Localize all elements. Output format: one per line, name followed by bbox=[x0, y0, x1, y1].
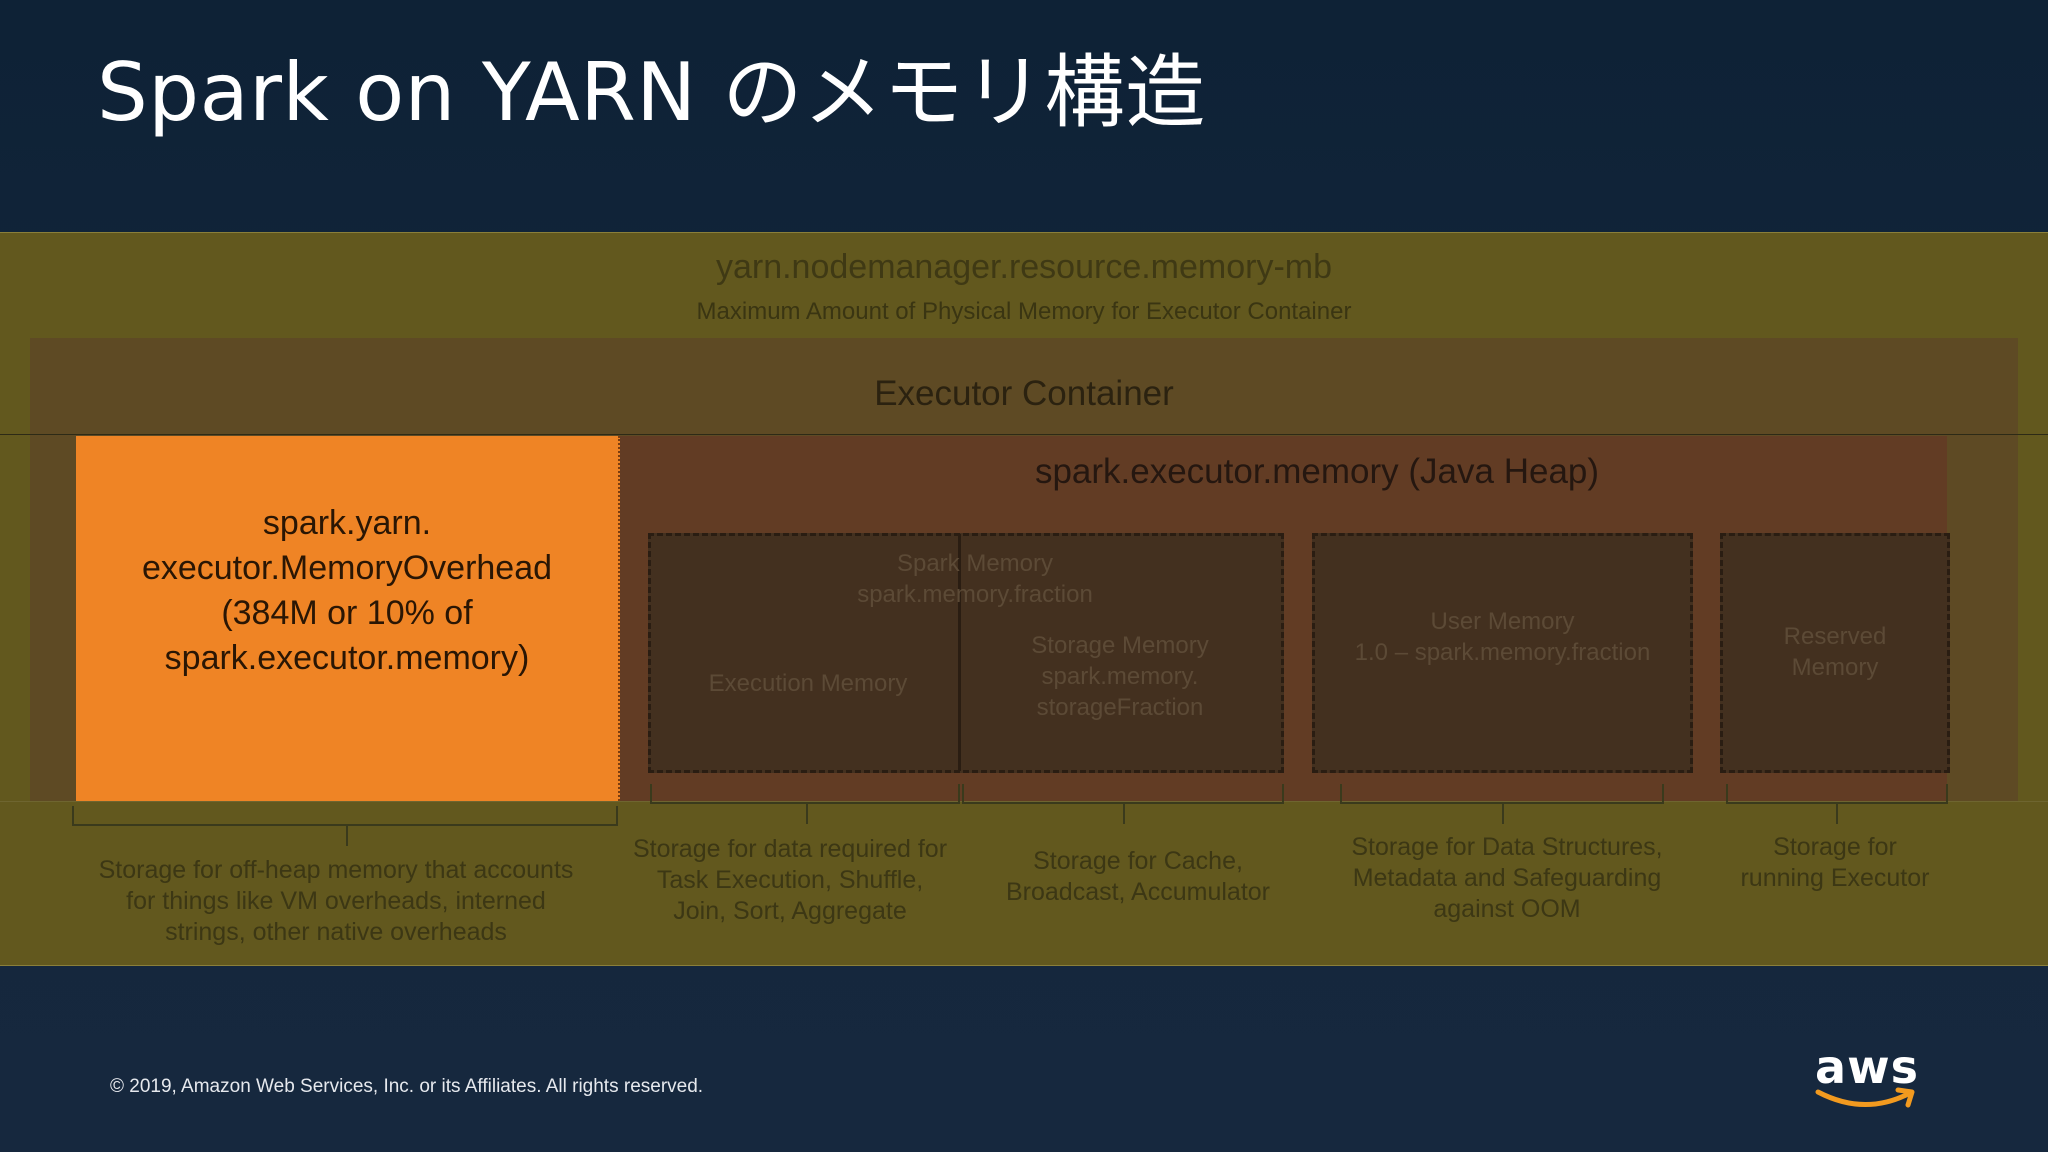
divider-line bbox=[0, 434, 2048, 435]
description-line: Join, Sort, Aggregate bbox=[673, 897, 907, 925]
execution-memory-label: Execution Memory bbox=[708, 670, 908, 697]
description-line: against OOM bbox=[1433, 895, 1581, 923]
aws-logo: aws bbox=[1812, 1040, 1922, 1114]
execution-brace bbox=[650, 784, 960, 804]
storage-memory-line: spark.memory. bbox=[1041, 663, 1199, 690]
copyright-footer: © 2019, Amazon Web Services, Inc. or its… bbox=[110, 1076, 704, 1097]
yarn-memory-subtitle: Maximum Amount of Physical Memory for Ex… bbox=[696, 298, 1352, 325]
spark-memory-split-line bbox=[958, 534, 961, 771]
storage-memory-line: storageFraction bbox=[1036, 694, 1204, 721]
description-line: Storage for Data Structures, bbox=[1351, 833, 1663, 861]
spark-memory-label: Spark Memory spark.memory.fraction bbox=[800, 548, 1150, 610]
brace-tick bbox=[806, 804, 808, 824]
overhead-description: Storage for off-heap memory that account… bbox=[66, 855, 606, 948]
spark-memory-box bbox=[648, 533, 1284, 773]
slide-title: Spark on YARN のメモリ構造 bbox=[97, 46, 1206, 139]
brace-tick bbox=[346, 826, 348, 846]
storage-memory-line: Storage Memory bbox=[1031, 632, 1209, 659]
overhead-line: spark.yarn. bbox=[262, 503, 432, 542]
overhead-brace bbox=[72, 806, 618, 826]
description-line: running Executor bbox=[1740, 864, 1930, 892]
aws-logo-text: aws bbox=[1815, 1040, 1919, 1094]
storage-brace bbox=[962, 784, 1284, 804]
brace-tick bbox=[1502, 804, 1504, 824]
reserved-memory-line: Memory bbox=[1791, 654, 1879, 681]
overhead-line: executor.MemoryOverhead bbox=[141, 548, 553, 587]
execution-description: Storage for data required for Task Execu… bbox=[618, 834, 962, 927]
reserved-memory-label: Reserved Memory bbox=[1720, 621, 1950, 683]
description-line: for things like VM overheads, interned bbox=[126, 887, 546, 915]
brace-tick bbox=[1123, 804, 1125, 824]
user-memory-brace bbox=[1340, 784, 1664, 804]
reserved-memory-description: Storage for running Executor bbox=[1720, 832, 1950, 894]
java-heap-title: spark.executor.memory (Java Heap) bbox=[1034, 452, 1600, 491]
spark-memory-fraction: spark.memory.fraction bbox=[857, 581, 1093, 608]
user-memory-title: User Memory bbox=[1430, 608, 1575, 635]
executor-container-title: Executor Container bbox=[874, 374, 1174, 413]
description-line: Storage for data required for bbox=[632, 835, 948, 863]
reserved-memory-box bbox=[1720, 533, 1950, 773]
spark-memory-title: Spark Memory bbox=[896, 550, 1054, 577]
reserved-memory-brace bbox=[1726, 784, 1948, 804]
user-memory-box bbox=[1312, 533, 1693, 773]
storage-memory-label: Storage Memory spark.memory. storageFrac… bbox=[968, 630, 1272, 723]
description-line: strings, other native overheads bbox=[165, 918, 507, 946]
user-memory-fraction: 1.0 – spark.memory.fraction bbox=[1354, 639, 1651, 666]
yarn-memory-title: yarn.nodemanager.resource.memory-mb bbox=[715, 248, 1333, 286]
reserved-memory-line: Reserved bbox=[1783, 623, 1887, 650]
description-line: Storage for Cache, bbox=[1033, 847, 1243, 875]
description-line: Broadcast, Accumulator bbox=[1005, 878, 1270, 906]
memory-overhead-label: spark.yarn. executor.MemoryOverhead (384… bbox=[97, 501, 597, 681]
storage-description: Storage for Cache, Broadcast, Accumulato… bbox=[980, 846, 1296, 908]
memory-overhead-box: spark.yarn. executor.MemoryOverhead (384… bbox=[76, 436, 620, 801]
overhead-line: (384M or 10% of bbox=[221, 593, 473, 632]
description-line: Metadata and Safeguarding bbox=[1352, 864, 1662, 892]
overhead-line: spark.executor.memory) bbox=[164, 638, 530, 677]
user-memory-description: Storage for Data Structures, Metadata an… bbox=[1322, 832, 1692, 925]
description-line: Storage for off-heap memory that account… bbox=[98, 856, 574, 884]
divider-line bbox=[0, 801, 2048, 802]
brace-tick bbox=[1836, 804, 1838, 824]
aws-smile-icon bbox=[1815, 1087, 1915, 1108]
user-memory-label: User Memory 1.0 – spark.memory.fraction bbox=[1312, 606, 1693, 668]
description-line: Task Execution, Shuffle, bbox=[656, 866, 924, 894]
description-line: Storage for bbox=[1773, 833, 1897, 861]
